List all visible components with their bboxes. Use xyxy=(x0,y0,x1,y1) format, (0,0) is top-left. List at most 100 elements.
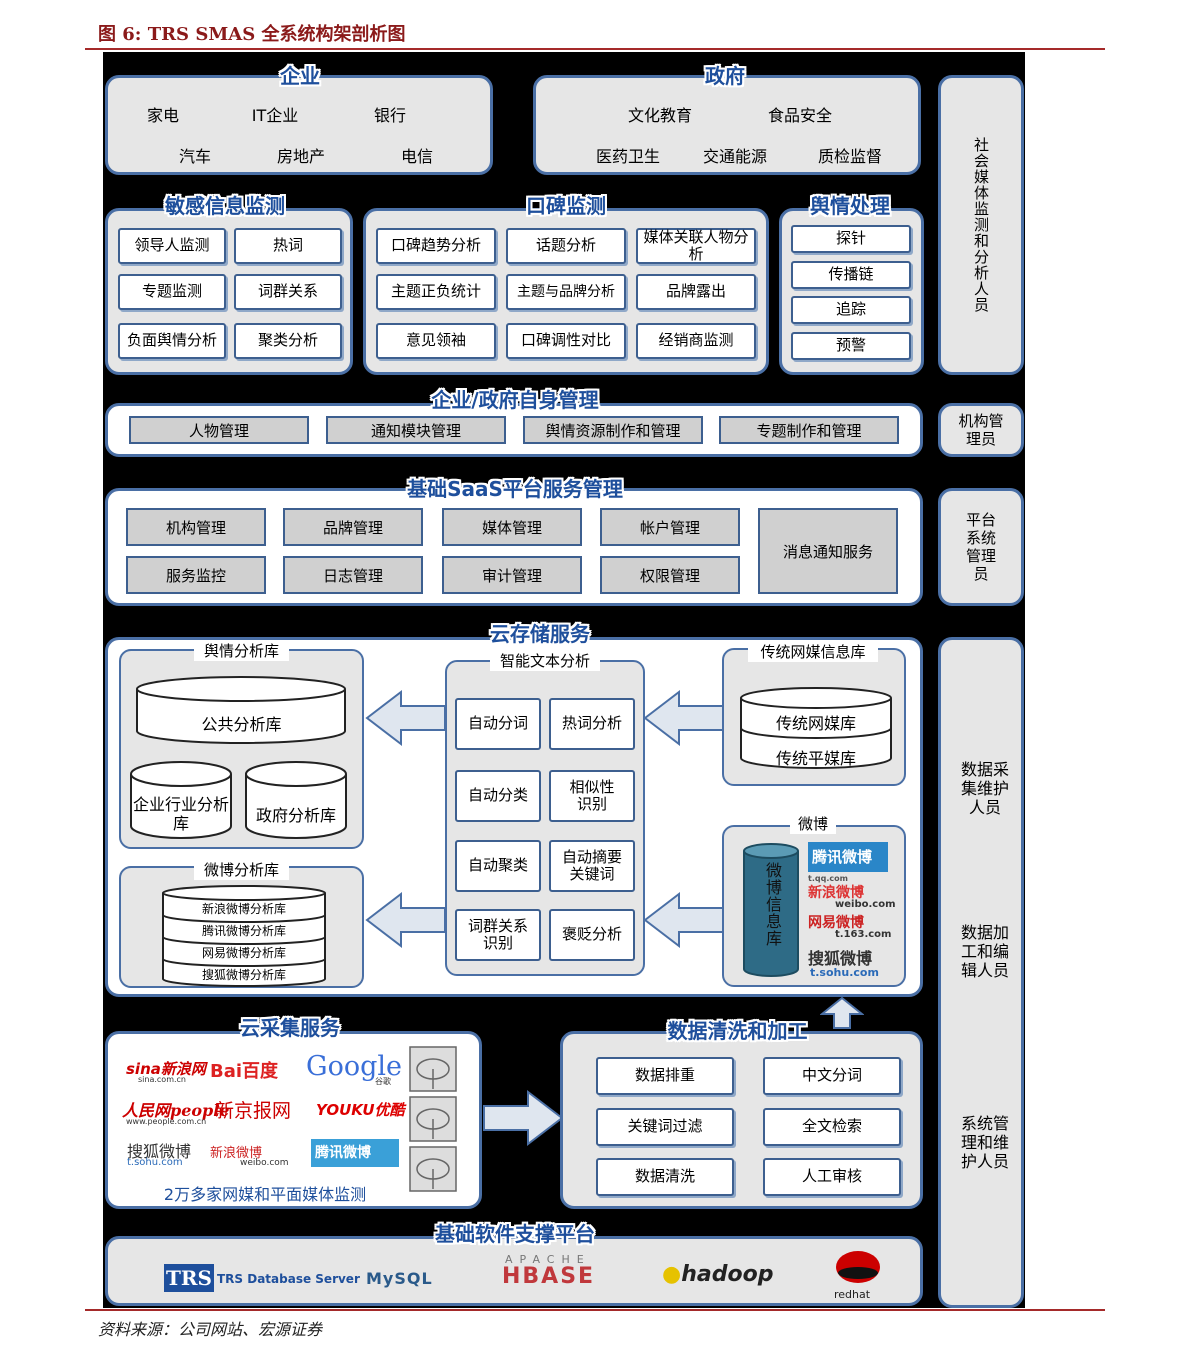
saas-item: 品牌管理 xyxy=(283,508,423,546)
saas-item: 帐户管理 xyxy=(600,508,740,546)
weibo-lib-item: 搜狐微博分析库 xyxy=(201,968,286,982)
saas-item: 机构管理 xyxy=(126,508,266,546)
self-mgmt-item: 舆情资源制作和管理 xyxy=(523,416,703,444)
sensitive-item: 领导人监测 xyxy=(118,228,226,264)
sohu-collect-url: t.sohu.com xyxy=(127,1157,183,1168)
xinjing-logo: 新京报网 xyxy=(215,1100,292,1122)
sohu-weibo-url: t.sohu.com xyxy=(810,966,879,979)
text-analysis-item: 褒贬分析 xyxy=(549,909,635,961)
sensitive-item: 聚类分析 xyxy=(234,323,342,359)
hadoop-logo: ●hadoop xyxy=(662,1262,774,1287)
netease-weibo-logo: 网易微博 xyxy=(808,915,864,931)
self-mgmt-item: 人物管理 xyxy=(129,416,309,444)
tencent-weibo-logo: 腾讯微博 xyxy=(808,842,888,872)
wom-item: 经销商监测 xyxy=(636,323,756,359)
industry-lib-cylinder xyxy=(130,761,232,839)
opinion-proc-item: 传播链 xyxy=(791,261,911,289)
trad-lib-title: 传统网媒信息库 xyxy=(748,641,878,662)
enterprise-item: 房地产 xyxy=(276,147,325,166)
sina-weibo-url: weibo.com xyxy=(835,899,896,910)
weibo-lib-stack xyxy=(162,885,326,987)
saas-item: 权限管理 xyxy=(600,556,740,594)
arrow-up-icon xyxy=(820,996,864,1029)
apache-label: APACHE xyxy=(505,1253,591,1266)
role-data-editing: 数据加工和编辑人员 xyxy=(960,923,1009,981)
satellite-dish-icons xyxy=(409,1046,457,1192)
government-item: 食品安全 xyxy=(767,106,832,125)
text-analysis-item: 相似性识别 xyxy=(549,770,635,822)
weibo-lib-item: 腾讯微博分析库 xyxy=(201,924,286,938)
bottom-rule xyxy=(85,1309,1105,1311)
government-panel xyxy=(533,75,921,175)
netease-weibo-url: t.163.com xyxy=(835,929,892,940)
redhat-label: redhat xyxy=(834,1288,871,1301)
gov-lib-label: 政府分析库 xyxy=(255,806,336,825)
industry-lib-label: 企业行业分析库 xyxy=(132,795,229,834)
role-system-maint: 系统管理和维护人员 xyxy=(960,1114,1009,1172)
wom-item: 意见领袖 xyxy=(376,323,496,359)
government-item: 医药卫生 xyxy=(595,147,660,166)
weibo-title: 微博 xyxy=(790,813,836,834)
opinion-lib-title: 舆情分析库 xyxy=(194,640,289,661)
saas-item: 审计管理 xyxy=(442,556,582,594)
arrow-left-icon xyxy=(643,892,724,948)
trad-print-label: 传统平媒库 xyxy=(775,749,856,768)
text-analysis-item: 自动聚类 xyxy=(455,840,541,892)
role-org-admin: 机构管理员 xyxy=(938,403,1024,457)
opinion-proc-item: 探针 xyxy=(791,225,911,253)
youku-logo: YOUKU优酷 xyxy=(316,1101,405,1119)
enterprise-item: 汽车 xyxy=(178,147,211,166)
cleaning-item: 关键词过滤 xyxy=(596,1108,734,1146)
wom-item: 话题分析 xyxy=(506,228,626,264)
text-analysis-item: 自动分词 xyxy=(455,698,541,750)
public-lib-cylinder xyxy=(136,676,346,744)
saas-notify: 消息通知服务 xyxy=(758,508,898,594)
saas-item: 媒体管理 xyxy=(442,508,582,546)
government-item: 文化教育 xyxy=(627,106,692,125)
arrow-left-icon xyxy=(365,690,446,746)
sensitive-item: 热词 xyxy=(234,228,342,264)
text-analysis-item: 词群关系识别 xyxy=(455,909,541,961)
hadoop-elephant-icon: ● xyxy=(662,1262,682,1287)
text-analysis-item: 自动摘要关键词 xyxy=(549,840,635,892)
sina-url: sina.com.cn xyxy=(138,1075,187,1084)
enterprise-title: 企业 xyxy=(280,64,320,88)
saas-title: 基础SaaS平台服务管理 xyxy=(407,477,623,501)
weibo-db-label: 微博信息库 xyxy=(763,862,782,947)
role-platform-admin: 平台系统管理员 xyxy=(938,488,1024,606)
gov-lib-cylinder xyxy=(245,761,347,839)
saas-item: 日志管理 xyxy=(283,556,423,594)
hbase-logo: HBASE xyxy=(502,1264,596,1289)
wom-item: 主题正负统计 xyxy=(376,274,496,310)
sina-weibo-collect-url: weibo.com xyxy=(240,1158,289,1168)
wom-title: 口碑监测 xyxy=(526,194,606,218)
role-social-media-analyst: 社会媒体监测和分析人员 xyxy=(938,75,1024,375)
sina-weibo-collect-logo: 新浪微博 xyxy=(210,1146,263,1161)
text-analysis-title: 智能文本分析 xyxy=(490,650,600,671)
wom-item: 主题与品牌分析 xyxy=(506,274,626,310)
sensitive-item: 词群关系 xyxy=(234,274,342,310)
people-url: www.people.com.cn xyxy=(126,1117,207,1126)
arrow-left-icon xyxy=(643,690,724,746)
government-item: 交通能源 xyxy=(702,147,767,166)
self-mgmt-title: 企业/政府自身管理 xyxy=(431,388,599,412)
wom-item: 品牌露出 xyxy=(636,274,756,310)
collect-title: 云采集服务 xyxy=(240,1016,340,1040)
figure-title: 图 6: TRS SMAS 全系统构架剖析图 xyxy=(98,24,406,45)
weibo-db-cylinder xyxy=(743,843,799,977)
sina-logo: sina新浪网 xyxy=(126,1060,206,1078)
opinion-proc-item: 追踪 xyxy=(791,296,911,324)
software-panel xyxy=(105,1236,923,1306)
cloud-storage-title: 云存储服务 xyxy=(490,622,590,646)
cleaning-item: 数据排重 xyxy=(596,1057,734,1095)
enterprise-item: 银行 xyxy=(373,106,406,125)
weibo-lib-title: 微博分析库 xyxy=(194,859,289,880)
weibo-lib-item: 新浪微博分析库 xyxy=(201,902,286,916)
enterprise-item: 家电 xyxy=(146,106,179,125)
saas-item: 服务监控 xyxy=(126,556,266,594)
arrow-right-icon xyxy=(483,1090,564,1146)
cleaning-item: 中文分词 xyxy=(763,1057,901,1095)
sensitive-item: 专题监测 xyxy=(118,274,226,310)
enterprise-panel xyxy=(105,75,493,175)
mysql-logo: MySQL xyxy=(366,1269,433,1288)
